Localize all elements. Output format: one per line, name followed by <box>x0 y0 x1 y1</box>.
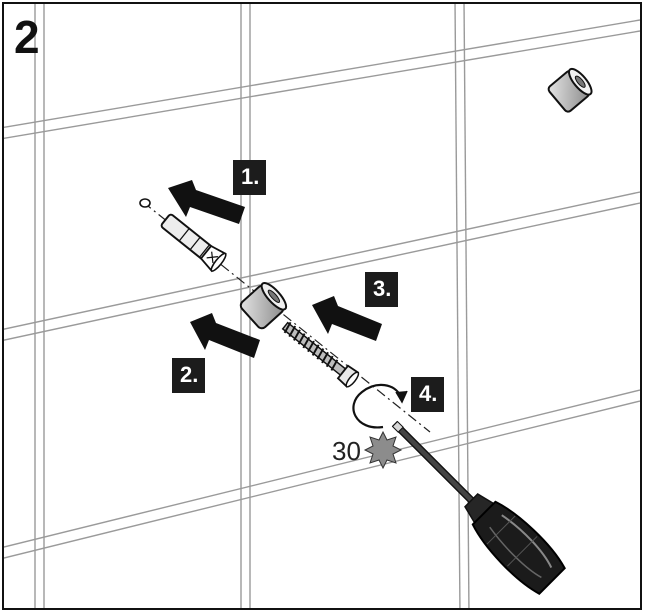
push-arrow-icon-step-2 <box>190 313 260 358</box>
spacer-sleeve-icon <box>239 282 288 330</box>
step-badge-3: 3. <box>365 272 399 307</box>
push-arrow-icon-step-3 <box>312 296 382 341</box>
step-badge-2: 2. <box>172 358 206 393</box>
torx-size-label: 30 <box>332 436 361 466</box>
push-arrow-icon-step-1 <box>168 180 245 224</box>
screwdriver-icon <box>391 420 566 595</box>
spare-spacer-sleeve-icon <box>547 67 593 113</box>
step-badge-1: 1. <box>233 160 267 195</box>
wall-plug-icon <box>160 213 227 273</box>
step-badge-4: 4. <box>411 377 445 412</box>
page-step-number: 2 <box>14 11 40 63</box>
rotate-clockwise-icon <box>352 383 408 429</box>
drill-hole-marker <box>139 198 151 208</box>
screw-icon <box>281 321 360 388</box>
figure-frame <box>2 2 642 610</box>
torx-star-icon <box>363 430 403 470</box>
